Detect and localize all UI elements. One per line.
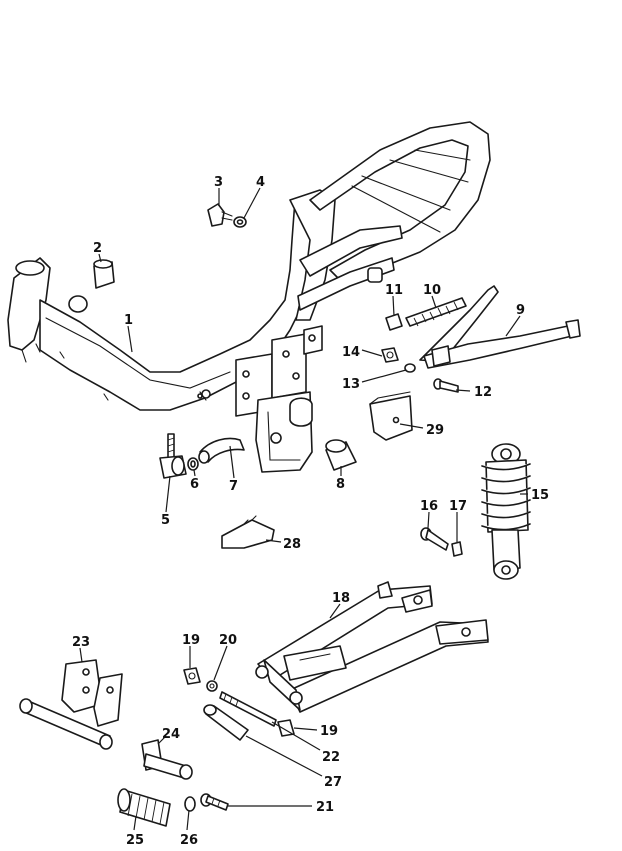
callout-11: 11 bbox=[385, 283, 403, 298]
part-26-washer bbox=[184, 796, 196, 812]
part-12-bolt bbox=[433, 378, 459, 393]
part-2-bushing bbox=[93, 259, 115, 289]
part-22-long-bolt bbox=[219, 691, 277, 727]
part-28-plate bbox=[221, 515, 275, 549]
part-8-bushing bbox=[325, 439, 357, 471]
callout-2: 2 bbox=[93, 241, 102, 256]
callout-14: 14 bbox=[342, 345, 360, 360]
part-5-fitting bbox=[159, 433, 187, 479]
part-27-sleeve bbox=[203, 704, 249, 741]
part-25-peg-rubber bbox=[117, 788, 171, 827]
part-24-peg-shaft bbox=[141, 739, 193, 780]
callout-4: 4 bbox=[256, 175, 265, 190]
callout-19-second: 19 bbox=[320, 724, 338, 739]
part-9-stand bbox=[419, 285, 581, 369]
callout-12: 12 bbox=[474, 385, 492, 400]
callout-15: 15 bbox=[531, 488, 549, 503]
part-19-nut bbox=[183, 667, 201, 685]
part-3-bolt bbox=[207, 203, 233, 227]
callout-3: 3 bbox=[214, 175, 223, 190]
callout-22: 22 bbox=[322, 750, 340, 765]
callout-6: 6 bbox=[190, 477, 199, 492]
part-6-ring bbox=[187, 457, 199, 471]
callout-21: 21 bbox=[316, 800, 334, 815]
callout-9: 9 bbox=[516, 303, 525, 318]
part-17-nut bbox=[451, 541, 463, 557]
callout-23: 23 bbox=[72, 635, 90, 650]
part-14-nut bbox=[381, 347, 399, 363]
callout-1: 1 bbox=[124, 313, 133, 328]
leader-lines bbox=[79, 187, 528, 831]
callout-27: 27 bbox=[324, 775, 342, 790]
callout-29: 29 bbox=[426, 423, 444, 438]
callout-25: 25 bbox=[126, 833, 144, 848]
callout-28: 28 bbox=[283, 537, 301, 552]
callout-10: 10 bbox=[423, 283, 441, 298]
part-29-bracket bbox=[369, 391, 413, 441]
callout-7: 7 bbox=[229, 479, 238, 494]
part-11-clip bbox=[385, 313, 403, 331]
part-21-bolt bbox=[200, 793, 229, 811]
callout-19: 19 bbox=[182, 633, 200, 648]
part-10-spring bbox=[405, 297, 467, 327]
part-18-swing-arm bbox=[255, 581, 489, 713]
callout-16: 16 bbox=[420, 499, 438, 514]
callout-20: 20 bbox=[219, 633, 237, 648]
main-frame bbox=[7, 121, 491, 473]
part-20-washer bbox=[206, 680, 218, 692]
part-13-washer bbox=[404, 363, 416, 373]
part-7-hose bbox=[198, 437, 245, 464]
part-16-bolt bbox=[420, 527, 449, 551]
callout-26: 26 bbox=[180, 833, 198, 848]
callout-labels: 1 2 3 4 5 6 7 8 9 10 11 12 13 14 15 16 1… bbox=[72, 175, 549, 848]
part-4-washer bbox=[233, 216, 247, 228]
callout-17: 17 bbox=[449, 499, 467, 514]
callout-5: 5 bbox=[161, 513, 170, 528]
callout-13: 13 bbox=[342, 377, 360, 392]
callout-18: 18 bbox=[332, 591, 350, 606]
part-23-footrest-bracket bbox=[19, 659, 123, 750]
callout-24: 24 bbox=[162, 727, 180, 742]
callout-8: 8 bbox=[336, 477, 345, 492]
part-15-shock-absorber bbox=[481, 443, 531, 580]
